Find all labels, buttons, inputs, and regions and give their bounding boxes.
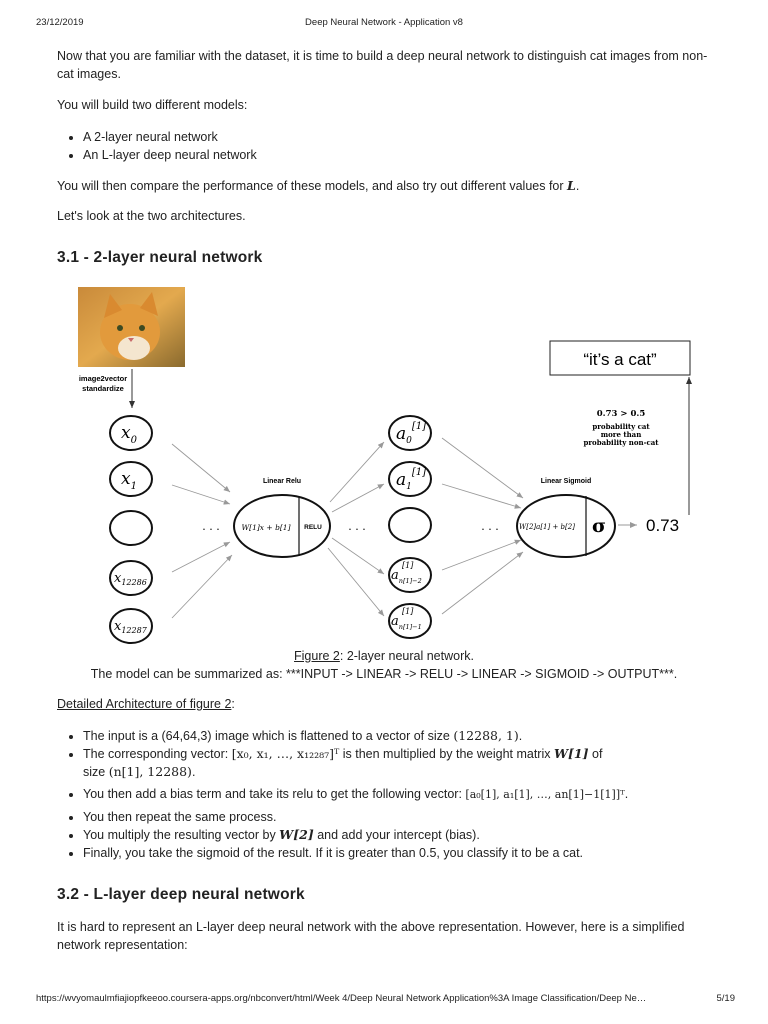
math-activation-vector: [a₀[1], a₁[1], …, an[1]−1[1]]ᵀ	[465, 788, 624, 801]
list-item: Finally, you take the sigmoid of the res…	[83, 844, 723, 862]
list-item: A 2-layer neural network	[83, 128, 723, 146]
threshold-text: 0.73 > 0.5	[597, 409, 646, 419]
sigma-symbol: σ	[592, 515, 606, 537]
figure-2-link[interactable]: Figure 2	[294, 649, 340, 663]
input-nodes	[110, 416, 152, 643]
list-item: You multiply the resulting vector by W[2…	[83, 826, 723, 844]
linear-relu-label: Linear Relu	[263, 478, 301, 485]
ellipsis-hidden: · · ·	[348, 523, 365, 536]
math-w2: W[2]	[279, 827, 314, 842]
models-list: A 2-layer neural network An L-layer deep…	[57, 128, 723, 164]
two-layer-network-figure: image2vector standardize x0 x1 x12286 x1…	[0, 280, 768, 645]
an2-sup: [1]	[402, 561, 414, 570]
l-layer-paragraph: It is hard to represent an L-layer deep …	[57, 918, 717, 954]
an1-sup: [1]	[402, 607, 414, 616]
section-heading-l-layer: 3.2 - L-layer deep neural network	[57, 886, 305, 904]
intro-paragraph: Now that you are familiar with the datas…	[57, 47, 717, 83]
architecture-details-list: The input is a (64,64,3) image which is …	[57, 727, 723, 862]
detailed-architecture-heading: Detailed Architecture of figure 2:	[57, 695, 717, 713]
list-item: You then add a bias term and take its re…	[83, 785, 723, 804]
list-item: The input is a (64,64,3) image which is …	[83, 727, 723, 745]
page-number: 5/19	[717, 993, 736, 1004]
list-item: An L-layer deep neural network	[83, 146, 723, 164]
w2-expression: W[2]a[1] + b[2]	[519, 523, 575, 531]
compare-paragraph: You will then compare the performance of…	[57, 177, 717, 195]
print-title: Deep Neural Network - Application v8	[0, 17, 768, 28]
cat-image	[78, 287, 185, 367]
prob-line-3: probability non-cat	[583, 438, 659, 447]
math-L: L	[567, 178, 576, 193]
activation-nodes	[389, 416, 431, 638]
ellipsis-activation: · · ·	[481, 523, 498, 536]
figure-caption: Figure 2: 2-layer neural network.	[0, 647, 768, 665]
prediction-text: “it’s a cat”	[583, 350, 657, 369]
models-intro: You will build two different models:	[57, 96, 717, 114]
ellipsis-input: · · ·	[202, 523, 219, 536]
page-url: https://wvyomaulmfiajiopfkeeoo.coursera-…	[36, 993, 646, 1004]
math-input-size: (12288, 1)	[453, 728, 518, 743]
image2vector-label: image2vector	[79, 374, 127, 383]
list-item: You then repeat the same process.	[83, 808, 723, 826]
relu-label: RELU	[304, 524, 322, 531]
model-summary: The model can be summarized as: ***INPUT…	[0, 665, 768, 683]
standardize-label: standardize	[82, 384, 124, 393]
math-w1: W[1]	[554, 746, 589, 761]
list-item: The corresponding vector: [x₀, x₁, …, x₁…	[83, 745, 723, 781]
output-value: 0.73	[646, 516, 679, 535]
math-input-vector: [x₀, x₁, …, x₁₂₂₈₇]ᵀ	[232, 746, 340, 761]
section-heading-2-layer: 3.1 - 2-layer neural network	[57, 249, 262, 267]
math-w1-size: (n[1], 12288)	[109, 764, 192, 779]
linear-sigmoid-label: Linear Sigmoid	[541, 478, 592, 485]
architectures-paragraph: Let's look at the two architectures.	[57, 207, 717, 225]
w1-expression: W[1]x + b[1]	[241, 523, 290, 532]
